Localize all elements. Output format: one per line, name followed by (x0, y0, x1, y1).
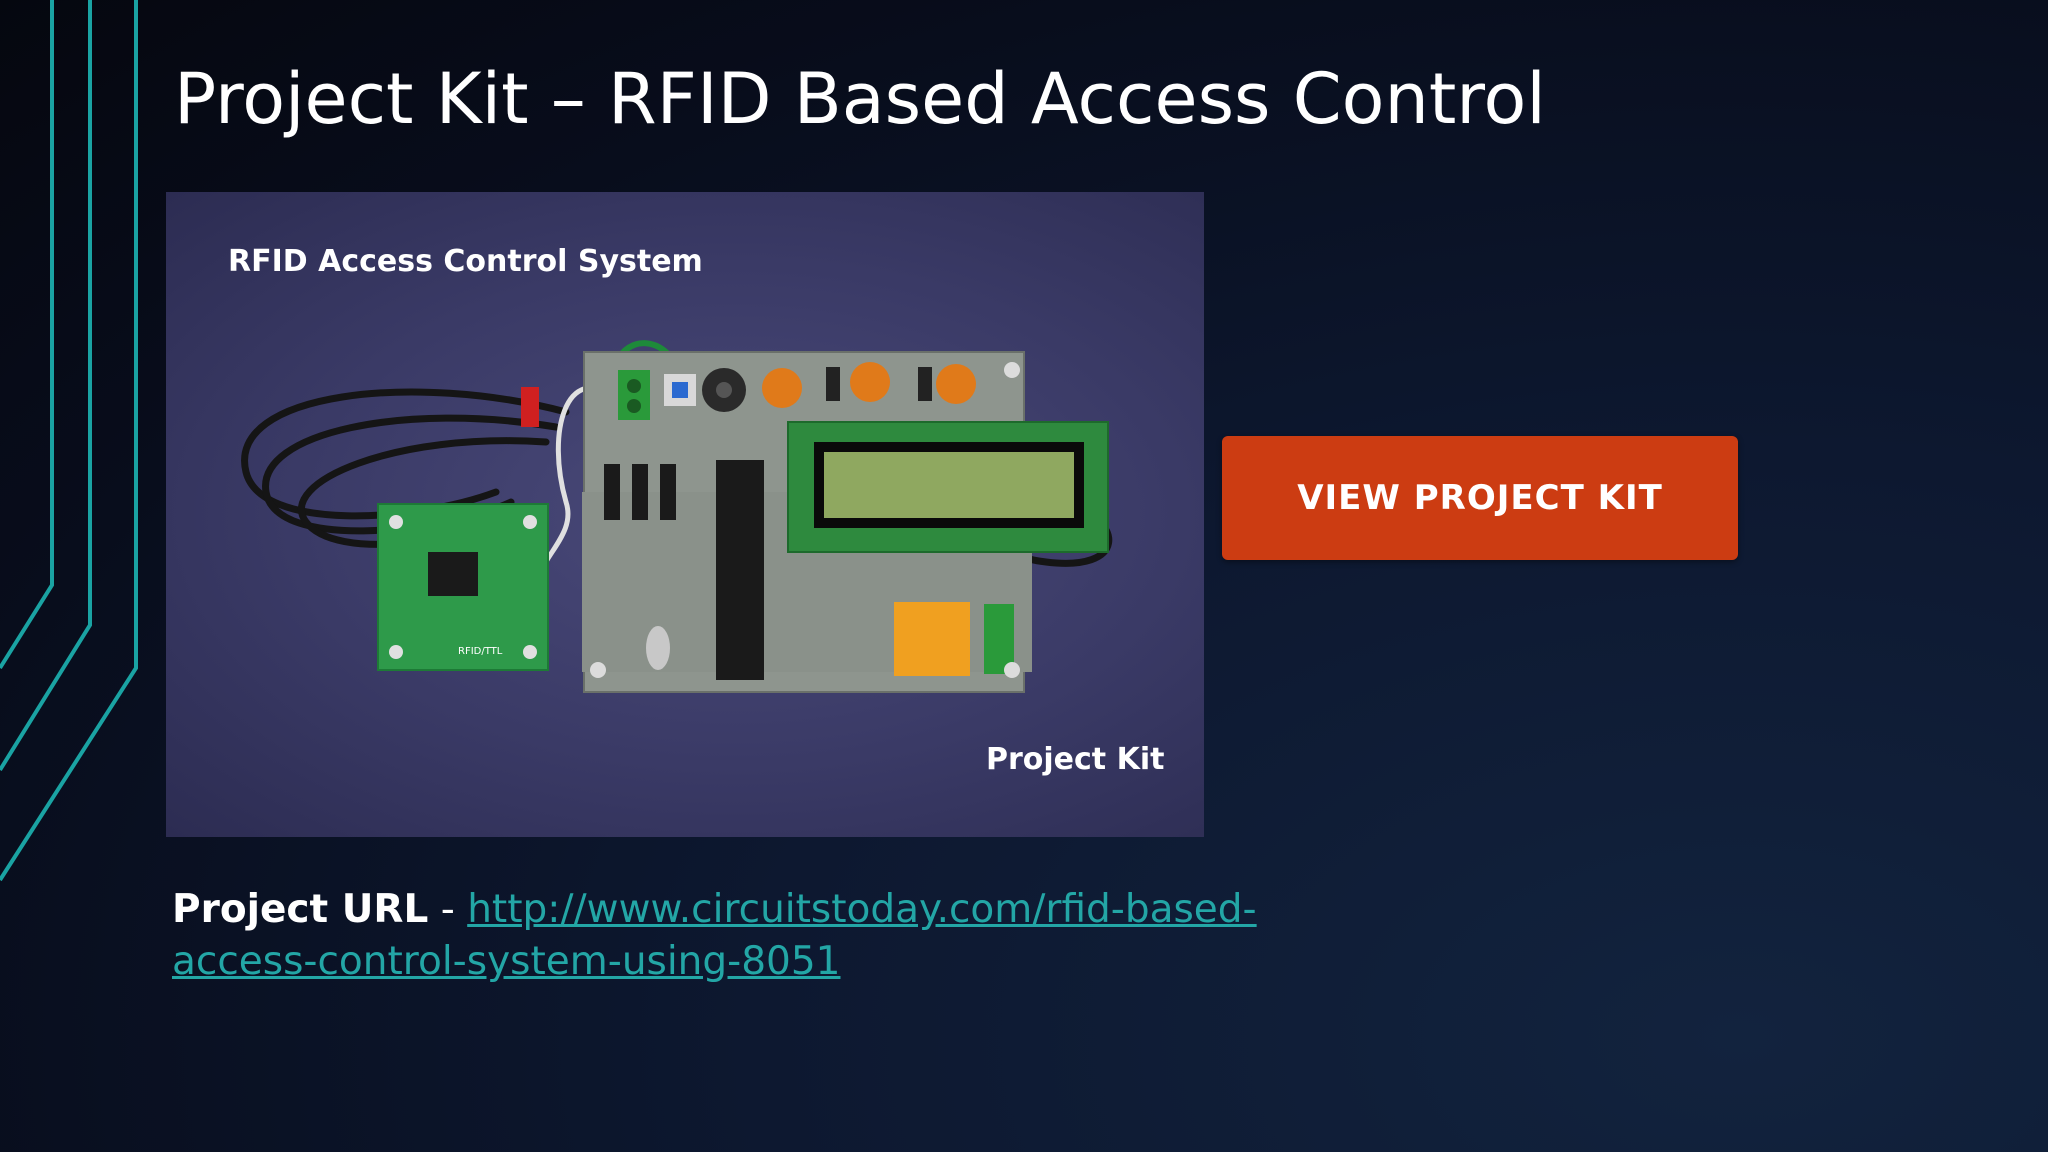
view-project-kit-button[interactable]: VIEW PROJECT KIT (1222, 436, 1738, 560)
project-url-block: Project URL - http://www.circuitstoday.c… (172, 884, 1332, 988)
project-url-separator: - (428, 887, 468, 932)
circuit-board-illustration: RFID/TTL (241, 340, 1113, 693)
project-url-label: Project URL (172, 887, 429, 932)
slide-title: Project Kit – RFID Based Access Control (174, 58, 1546, 140)
project-kit-photo: RFID Access Control System Project Kit (166, 192, 1204, 837)
photo-caption-bottom: Project Kit (986, 742, 1165, 777)
decorative-lines (0, 0, 138, 882)
project-url-link[interactable]: http://www.circuitstoday.com/rfid-based-… (172, 887, 1257, 984)
rfid-board-label: RFID/TTL (458, 646, 503, 657)
photo-caption-top: RFID Access Control System (228, 244, 703, 279)
